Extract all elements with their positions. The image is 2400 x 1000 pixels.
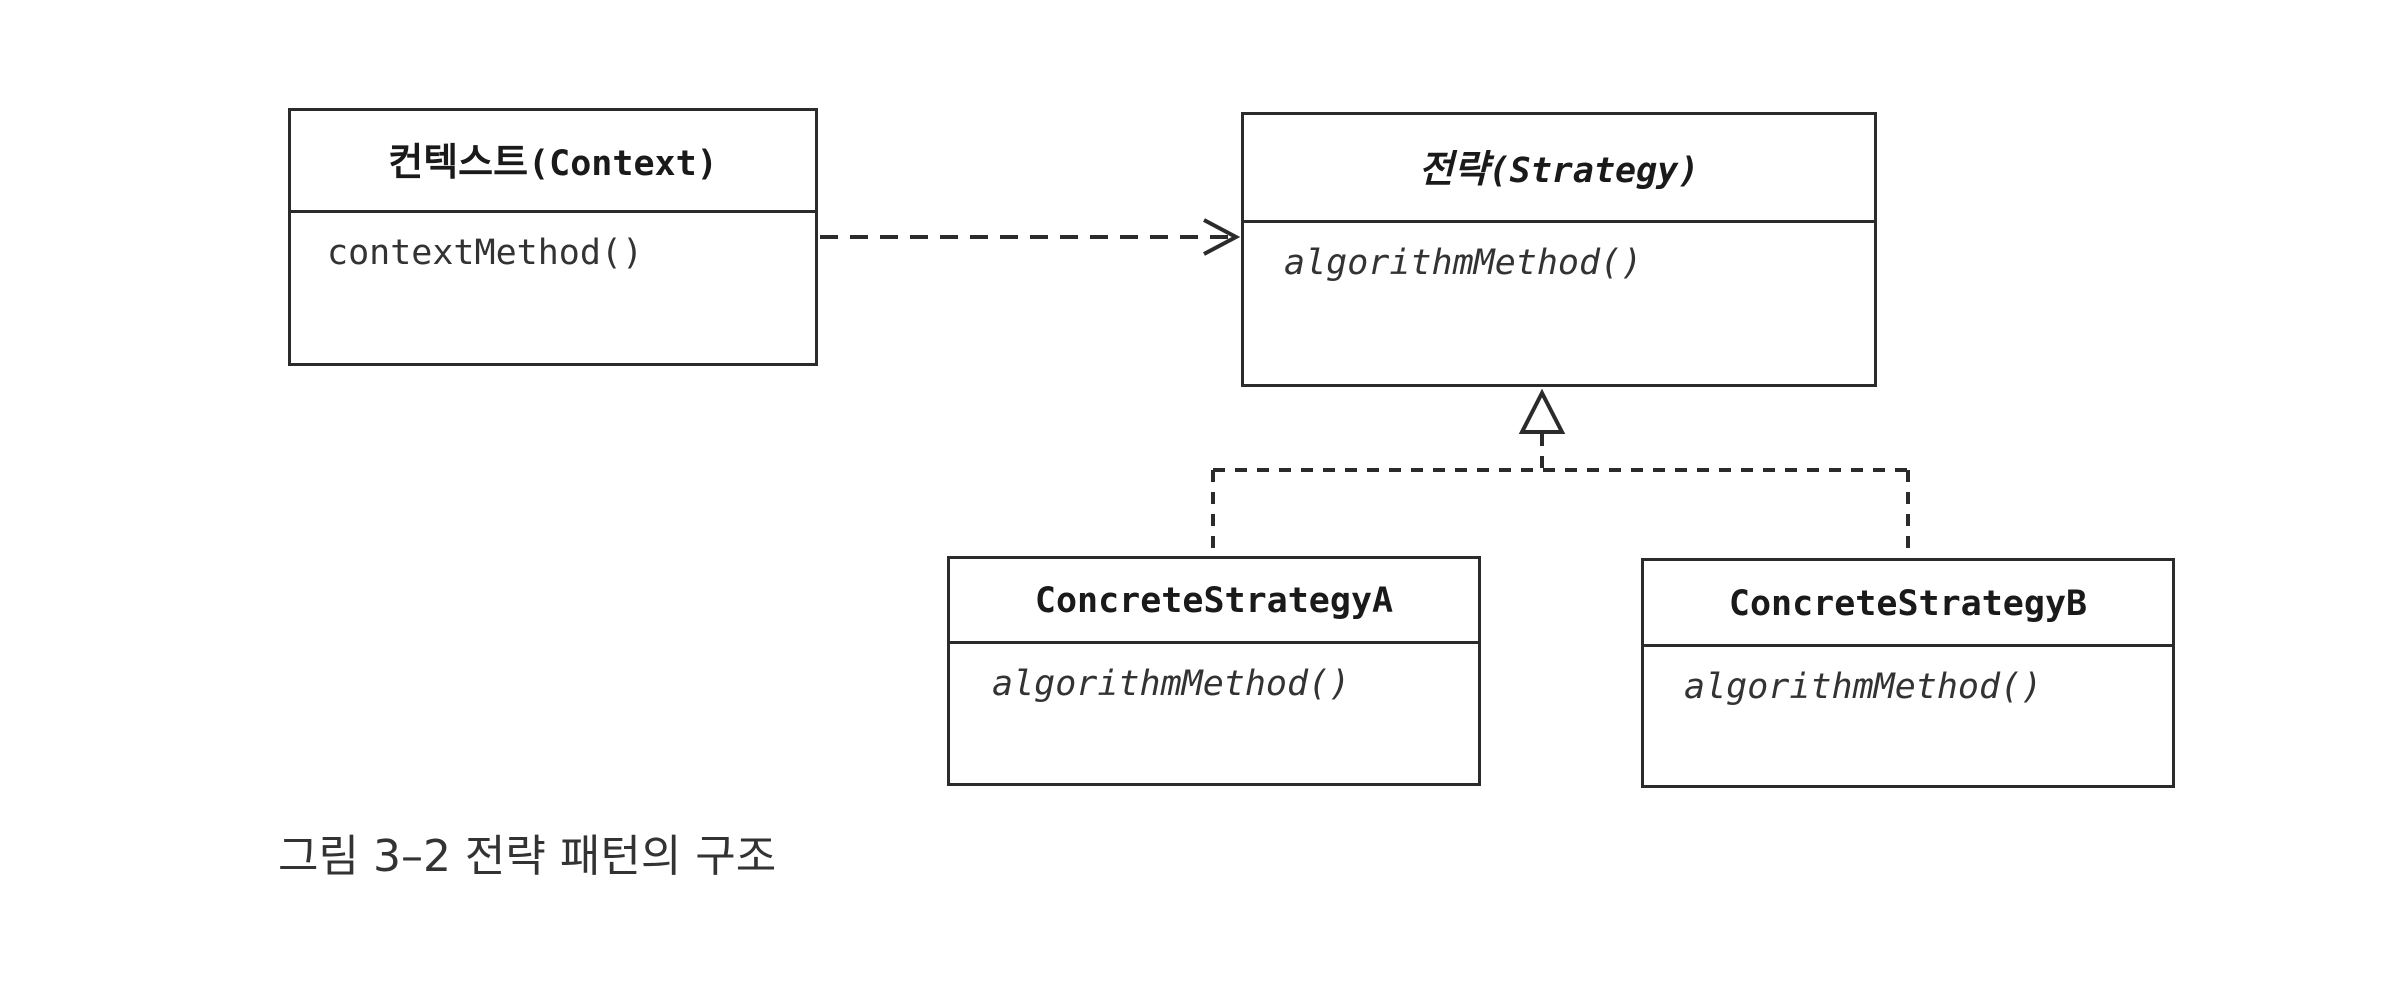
context-class-title: 컨텍스트(Context) (291, 111, 815, 213)
strategy-interface-box: 전략(Strategy) algorithmMethod() (1241, 112, 1877, 387)
strategy-title-korean: 전략 (1418, 147, 1489, 191)
strategy-interface-title: 전략(Strategy) (1244, 115, 1874, 223)
context-class-box: 컨텍스트(Context) contextMethod() (288, 108, 818, 366)
context-title-english: (Context) (528, 144, 718, 184)
strategy-method: algorithmMethod() (1284, 243, 1643, 283)
context-title-korean: 컨텍스트 (388, 140, 529, 184)
concrete-strategy-b-box: ConcreteStrategyB algorithmMethod() (1641, 558, 2175, 788)
realization-triangle (1518, 388, 1566, 434)
concrete-strategy-a-box: ConcreteStrategyA algorithmMethod() (947, 556, 1481, 786)
concrete-strategy-a-method: algorithmMethod() (992, 664, 1351, 704)
concrete-strategy-b-title: ConcreteStrategyB (1644, 561, 2172, 647)
concrete-strategy-b-method: algorithmMethod() (1684, 667, 2043, 707)
concrete-strategy-a-title: ConcreteStrategyA (950, 559, 1478, 644)
strategy-title-english: (Strategy) (1488, 151, 1700, 191)
context-method: contextMethod() (327, 233, 644, 273)
figure-caption: 그림 3–2 전략 패턴의 구조 (278, 831, 777, 882)
dependency-arrowhead (1203, 218, 1241, 256)
